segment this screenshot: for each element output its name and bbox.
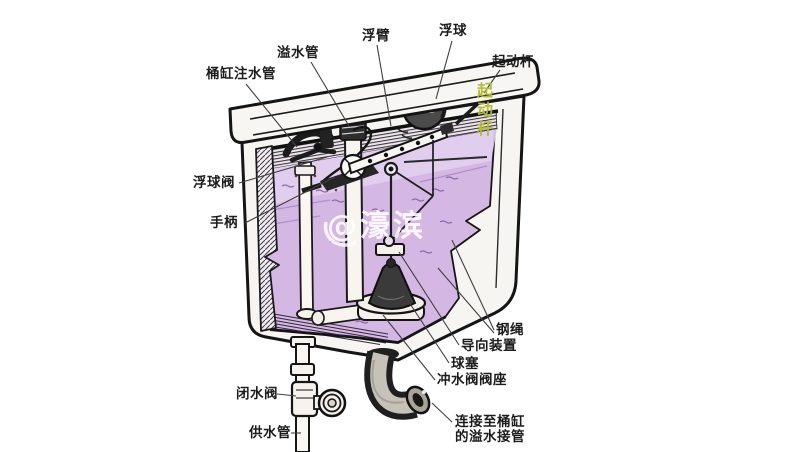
label-overflow-connector-line1: 连接至桶缸 [455, 414, 525, 430]
shutoff-valve [290, 380, 347, 418]
label-guide-device: 导向装置 [461, 338, 517, 354]
supply-assembly [290, 336, 347, 452]
label-supply-pipe: 供水管 [249, 425, 291, 441]
label-ball-plug: 球塞 [451, 356, 479, 372]
label-steel-rope: 钢绳 [496, 322, 524, 338]
tank-interior [259, 108, 504, 345]
ball-plug [367, 258, 417, 310]
below-tank [290, 336, 431, 452]
label-handle: 手柄 [210, 215, 238, 231]
label-overflow-pipe: 溢水管 [277, 45, 319, 61]
tank-rim [228, 56, 541, 144]
left-wall-section [255, 145, 280, 332]
label-float-ball-valve: 浮球阀 [193, 175, 235, 191]
guide-device [375, 235, 405, 256]
watermark-swoosh [323, 221, 357, 247]
overflow-elbow [364, 348, 431, 420]
float-valve-assembly [282, 123, 337, 163]
label-flush-valve-seat: 冲水阀阀座 [437, 372, 507, 388]
refill-tube [320, 125, 373, 184]
label-tank-fill-pipe: 桶缸注水管 [206, 66, 276, 82]
label-float-ball: 浮球 [439, 23, 467, 39]
ballcock-shank [294, 161, 318, 320]
embedded-trip-lever-label: 起动杆 [474, 82, 493, 139]
watermark-text: @濠滨 [327, 209, 426, 244]
label-overflow-connector-line2: 的溢水接管 [455, 429, 525, 445]
label-shutoff-valve: 闭水阀 [236, 386, 278, 402]
float-arm [347, 122, 454, 175]
leader-lines [238, 40, 501, 434]
label-trip-lever: 起动杆 [492, 54, 534, 70]
label-float-arm: 浮臂 [362, 28, 390, 44]
